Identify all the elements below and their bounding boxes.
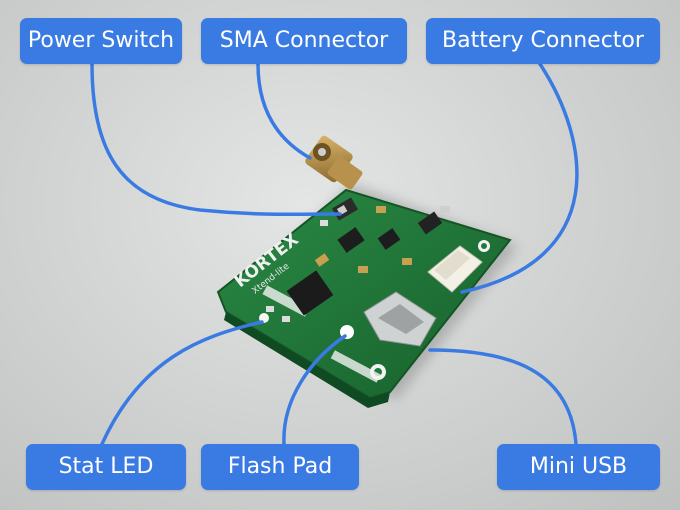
- mini-usb-leader: [428, 348, 578, 446]
- pcb-edge: [224, 312, 390, 408]
- flash-pad-callout: Flash Pad: [201, 444, 359, 490]
- leader-lines: [90, 62, 579, 446]
- flash-pad-leader: [282, 334, 347, 446]
- sma-connector-callout: SMA Connector: [201, 18, 407, 64]
- silkscreen: [262, 240, 490, 383]
- stat-led-leader: [100, 320, 264, 446]
- power-switch-leader: [90, 62, 342, 217]
- power-switch-callout: Power Switch: [20, 18, 182, 64]
- battery-connector: [427, 245, 483, 293]
- battery-connector-leader: [460, 62, 579, 294]
- battery-connector-callout: Battery Connector: [426, 18, 660, 64]
- mini-usb-connector: [363, 291, 437, 347]
- mini-usb-callout: Mini USB: [497, 444, 660, 490]
- stat-led-callout: Stat LED: [26, 444, 186, 490]
- components: [266, 206, 450, 322]
- sma-connector: [305, 135, 363, 190]
- sma-connector-leader: [256, 62, 312, 160]
